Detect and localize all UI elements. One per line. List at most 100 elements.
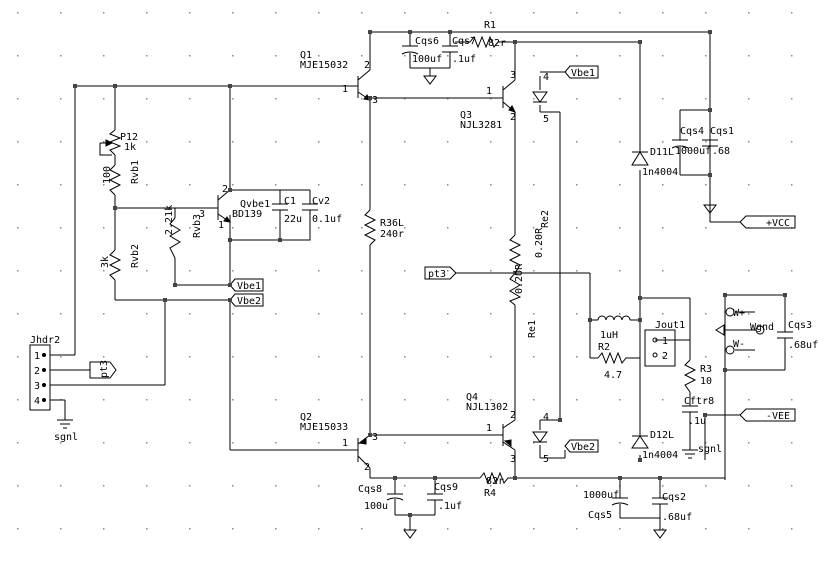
grid-dot: [361, 313, 363, 315]
label-pin: 2: [34, 366, 40, 377]
grid-dot: [791, 442, 793, 444]
capacitor-cqs6: [401, 40, 419, 62]
grid-dot: [318, 98, 320, 100]
grid-dot: [275, 184, 277, 186]
label-cqs8-ref: Cqs8: [358, 484, 382, 495]
grid-dot: [275, 55, 277, 57]
capacitor-cqs9: [427, 488, 443, 505]
label-pin: 3: [510, 70, 516, 81]
transistor-q3: [490, 70, 516, 118]
label-r1-ref: R1: [484, 20, 496, 31]
grid-dot: [232, 356, 234, 358]
grid-dot: [103, 141, 105, 143]
grid-dot: [791, 356, 793, 358]
label-rvb1-val: 100: [102, 166, 113, 184]
grid-dot: [447, 227, 449, 229]
label-pin: 2: [222, 184, 228, 195]
grid-dot: [447, 313, 449, 315]
grid-dot: [490, 313, 492, 315]
grid-dot: [275, 227, 277, 229]
capacitor-cftr8: [682, 400, 698, 420]
label-r1-val: 82r: [488, 38, 506, 49]
diode-d11l: [631, 145, 649, 166]
transistor-qvbe1: [200, 189, 231, 223]
grid-dot: [576, 55, 578, 57]
label-pin: 4: [34, 396, 40, 407]
grid-dot: [748, 356, 750, 358]
grid-dot: [146, 184, 148, 186]
label-pin: 2: [364, 462, 370, 473]
grid-dot: [189, 528, 191, 530]
grid-dot: [146, 313, 148, 315]
wires: [50, 31, 786, 530]
grid-dot: [705, 528, 707, 530]
capacitor-cqs3: [777, 320, 793, 350]
grid-dot: [662, 184, 664, 186]
grid-dot: [490, 399, 492, 401]
grid-dot: [533, 442, 535, 444]
label-pin: 4: [543, 412, 549, 423]
label-r4-ref: R4: [484, 488, 496, 499]
grid-dot: [404, 485, 406, 487]
label-r36l-val: 240r: [380, 229, 404, 240]
grid-dot: [791, 399, 793, 401]
label-r2-ref: R2: [598, 342, 610, 353]
grid-dot: [705, 184, 707, 186]
grid-dot: [318, 313, 320, 315]
net-tag-pt3-main: pt3: [424, 266, 457, 280]
grid-dot: [662, 55, 664, 57]
grid-dot: [533, 485, 535, 487]
grid-dot: [533, 141, 535, 143]
label-r2-val: 4.7: [604, 370, 622, 381]
label-q3-ref: Q3: [460, 110, 472, 121]
grid-dot: [189, 227, 191, 229]
grid-dot: [189, 270, 191, 272]
grid-dot: [189, 399, 191, 401]
grid-dot: [146, 227, 148, 229]
grid-dot: [404, 55, 406, 57]
grid-dot: [705, 55, 707, 57]
inductor-l: [597, 315, 631, 321]
label-re1-val: 0.20R: [514, 263, 525, 294]
grid-dot: [619, 141, 621, 143]
grid-dot: [60, 55, 62, 57]
grid-dot: [576, 141, 578, 143]
grid-dot: [318, 141, 320, 143]
label-p12-val: 1k: [124, 142, 136, 153]
label-p12-ref: P12: [120, 132, 138, 143]
grid-dot: [361, 528, 363, 530]
grid-dot: [103, 399, 105, 401]
grid-dot: [791, 141, 793, 143]
grid-dot: [404, 442, 406, 444]
grid-dot: [447, 399, 449, 401]
grid-dot: [576, 12, 578, 14]
label-cv2-val: 0.1uf: [312, 214, 342, 225]
label-pin: 4: [543, 72, 549, 83]
wire-terminals: [715, 307, 765, 355]
grid-dot: [189, 313, 191, 315]
grid-dot: [447, 184, 449, 186]
label-pin: 3: [34, 381, 40, 392]
grid-dot: [17, 528, 19, 530]
grid-dot: [17, 12, 19, 14]
grid-dot: [60, 141, 62, 143]
grid-dot: [17, 399, 19, 401]
grid-dot: [275, 98, 277, 100]
grid-dot: [619, 227, 621, 229]
label-c1-ref: C1: [284, 196, 296, 207]
grid-dot: [17, 485, 19, 487]
label-cqs7-ref: Cqs7: [452, 36, 476, 47]
grid-dot: [447, 356, 449, 358]
grid-dot: [361, 227, 363, 229]
grid-dot: [447, 485, 449, 487]
grid-dot: [533, 270, 535, 272]
grid-dot: [318, 55, 320, 57]
grid-dot: [576, 485, 578, 487]
grid-dot: [60, 270, 62, 272]
label-q2-ref: Q2: [300, 412, 312, 423]
grid-dot: [576, 313, 578, 315]
grid-dot: [705, 227, 707, 229]
grid-dot: [146, 356, 148, 358]
grid-dot: [103, 313, 105, 315]
